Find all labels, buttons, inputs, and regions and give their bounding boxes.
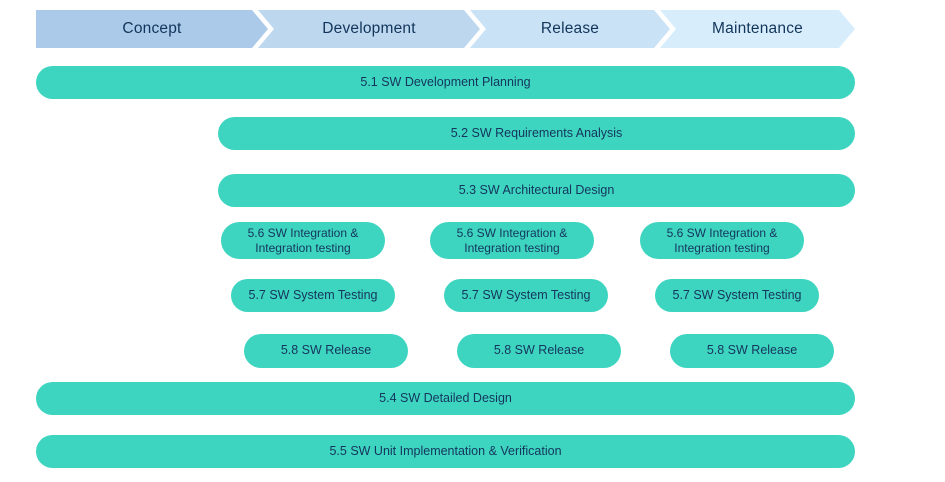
bar-sw-release-2[interactable]: 5.8 SW Release [457, 334, 621, 368]
bar-sw-architectural-design[interactable]: 5.3 SW Architectural Design [218, 174, 855, 207]
bar-label: 5.8 SW Release [280, 343, 372, 358]
phase-label: Concept [122, 20, 182, 37]
bar-label: 5.7 SW System Testing [461, 287, 591, 302]
bar-label: 5.5 SW Unit Implementation & Verificatio… [329, 443, 562, 458]
bar-label: 5.4 SW Detailed Design [379, 390, 512, 405]
bar-sw-system-testing-1[interactable]: 5.7 SW System Testing [231, 279, 395, 312]
phase-concept[interactable]: Concept [36, 10, 268, 48]
bar-label: 5.6 SW Integration & Integration testing [456, 225, 568, 255]
phase-label: Maintenance [712, 20, 803, 37]
phase-label: Development [322, 20, 416, 37]
bar-sw-system-testing-3[interactable]: 5.7 SW System Testing [655, 279, 819, 312]
bar-sw-integration-2[interactable]: 5.6 SW Integration & Integration testing [430, 222, 594, 259]
phase-label: Release [540, 20, 600, 37]
bar-sw-integration-1[interactable]: 5.6 SW Integration & Integration testing [221, 222, 385, 259]
phase-chevron-bar: Concept Development Release Maintenance [36, 10, 855, 48]
bar-label: 5.7 SW System Testing [672, 287, 802, 302]
phase-maintenance[interactable]: Maintenance [660, 10, 855, 48]
bar-sw-requirements-analysis[interactable]: 5.2 SW Requirements Analysis [218, 117, 855, 150]
bar-sw-integration-3[interactable]: 5.6 SW Integration & Integration testing [640, 222, 804, 259]
bar-label: 5.3 SW Architectural Design [458, 182, 615, 197]
bar-sw-system-testing-2[interactable]: 5.7 SW System Testing [444, 279, 608, 312]
bar-label: 5.1 SW Development Planning [360, 74, 531, 89]
bar-label: 5.7 SW System Testing [248, 287, 378, 302]
bar-sw-release-3[interactable]: 5.8 SW Release [670, 334, 834, 368]
bar-label: 5.8 SW Release [493, 343, 585, 358]
bar-sw-detailed-design[interactable]: 5.4 SW Detailed Design [36, 382, 855, 415]
bar-sw-release-1[interactable]: 5.8 SW Release [244, 334, 408, 368]
bar-sw-unit-implementation[interactable]: 5.5 SW Unit Implementation & Verificatio… [36, 435, 855, 468]
bar-label: 5.2 SW Requirements Analysis [450, 125, 623, 140]
bar-sw-development-planning[interactable]: 5.1 SW Development Planning [36, 66, 855, 99]
phase-development[interactable]: Development [258, 10, 480, 48]
bar-label: 5.6 SW Integration & Integration testing [666, 225, 778, 255]
bar-label: 5.6 SW Integration & Integration testing [247, 225, 359, 255]
phase-release[interactable]: Release [470, 10, 670, 48]
bar-label: 5.8 SW Release [706, 343, 798, 358]
